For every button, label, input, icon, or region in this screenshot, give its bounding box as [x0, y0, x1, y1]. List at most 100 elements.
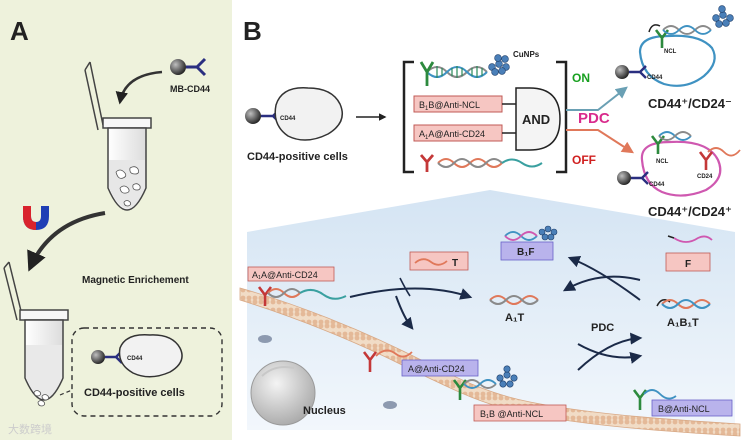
pdc-label: PDC — [578, 110, 610, 127]
antibody-icon — [650, 135, 666, 154]
magnet-icon — [23, 206, 49, 230]
cell-membrane — [239, 287, 741, 437]
ncl-tag: NCL — [656, 159, 669, 165]
vesicle — [383, 401, 397, 409]
dna-icon — [662, 25, 712, 35]
copper-nanoparticle-icon — [488, 54, 510, 76]
cunps-label: CuNPs — [513, 50, 540, 59]
cd44-tag: CD44 — [280, 116, 296, 122]
dna-icon — [437, 158, 543, 168]
left-bracket — [402, 60, 414, 174]
dna-icon — [661, 299, 711, 309]
antibody-icon — [654, 29, 670, 48]
cd44-tag: CD44 — [647, 75, 663, 81]
antibody-icon — [629, 65, 647, 79]
panel-b: B CD44 CD44-positive cells CuNPs B1B@Ant — [243, 5, 741, 219]
copper-nanoparticle-icon — [496, 365, 518, 388]
probe-a1a-label: A1A@Anti-CD24 — [419, 129, 485, 141]
panel-a-letter: A — [10, 16, 29, 46]
antibody-icon — [631, 171, 649, 185]
panel-a: A MB-CD44 Magnetic Enri — [0, 0, 232, 440]
magnetic-enrichment-label: Magnetic Enrichement — [82, 275, 189, 286]
magnetic-bead-icon — [170, 59, 186, 75]
t-label: T — [452, 258, 458, 269]
antibody-icon — [419, 154, 435, 172]
a-anti-cd24-box — [401, 359, 479, 377]
a1a-anti-cd24-box — [247, 266, 335, 282]
b-anti-ncl-box — [651, 399, 733, 417]
dna-icon — [489, 295, 539, 305]
a1a-anti-cd24-label: A₁A@Anti-CD24 — [252, 270, 318, 280]
magnetic-bead-icon — [617, 171, 631, 185]
antibody-icon — [698, 151, 714, 170]
off-label: OFF — [572, 153, 596, 167]
magnetic-bead-icon — [91, 350, 105, 364]
antibody-icon — [632, 389, 648, 410]
mechanism-panel: Nucleus A₁A@Anti-CD24 T A₁T B₁F — [239, 190, 741, 437]
watermark: 大数跨境 — [8, 422, 52, 436]
mb-cd44-icon — [170, 57, 207, 77]
ncl-tag: NCL — [664, 49, 677, 55]
dna-icon — [267, 288, 347, 300]
antibody-icon — [362, 351, 378, 372]
reaction-arrow — [577, 343, 643, 364]
off-output-cell: CD44 NCL CD24 — [617, 131, 741, 197]
b1b-anti-ncl-box — [473, 404, 567, 422]
copper-nanoparticle-icon — [712, 5, 734, 28]
nucleus — [250, 360, 316, 426]
probe-b1b-label: B1B@Anti-NCL — [419, 100, 480, 112]
antibody-icon — [452, 379, 468, 400]
dna-icon — [375, 349, 413, 358]
a-anti-cd24-label: A@Anti-CD24 — [408, 364, 465, 374]
antibody-icon — [186, 57, 207, 77]
vesicle — [258, 335, 272, 343]
panel-b-positive-cells-label: CD44-positive cells — [247, 151, 348, 163]
f-label: F — [685, 259, 691, 270]
reaction-arrow — [577, 332, 643, 371]
b-anti-ncl-label: B@Anti-NCL — [658, 404, 710, 414]
b1b-anti-ncl-label: B₁B @Anti-NCL — [480, 409, 543, 419]
a1b1t-label: A₁B₁T — [667, 317, 699, 329]
reaction-arrow — [395, 295, 414, 330]
add-bead-arrow — [115, 70, 163, 105]
on-arrow — [566, 86, 628, 111]
dna-icon — [426, 66, 488, 78]
tube-icon — [84, 61, 152, 211]
cd44-positive-cell: CD44 — [245, 87, 343, 141]
on-label: ON — [572, 71, 590, 85]
panel-a-positive-cells-label: CD44-positive cells — [84, 387, 185, 399]
b1f-box — [500, 241, 554, 261]
magnetic-bead-icon — [245, 108, 261, 124]
mechanism-pdc-label: PDC — [591, 322, 614, 334]
panel-b-letter: B — [243, 16, 262, 46]
result-bottom-label: CD44⁺/CD24⁺ — [648, 204, 732, 219]
copper-nanoparticle-icon — [538, 225, 558, 241]
mb-cd44-label: MB-CD44 — [170, 84, 210, 94]
gate-inputs — [502, 103, 516, 134]
dna-icon — [673, 235, 713, 243]
off-arrow — [566, 129, 635, 154]
result-top-label: CD44⁺/CD24⁻ — [648, 96, 732, 111]
on-output-cell: CD44 NCL — [615, 5, 734, 87]
cd44-positive-cell: CD44 — [91, 334, 183, 378]
t-box — [409, 251, 469, 271]
antibody-icon — [257, 286, 273, 306]
antibody-icon — [419, 61, 435, 86]
reaction-arrow — [562, 275, 641, 292]
magnetic-bead-icon — [615, 65, 629, 79]
dna-icon — [643, 389, 677, 400]
right-bracket — [556, 60, 568, 174]
cd44-tag: CD44 — [649, 182, 665, 188]
f-box — [665, 252, 711, 272]
and-gate — [515, 87, 561, 151]
dna-icon — [707, 147, 741, 157]
zoom-callout — [71, 327, 223, 417]
cd24-tag: CD24 — [697, 174, 713, 180]
tube-icon — [3, 261, 69, 407]
and-gate-label: AND — [522, 112, 550, 127]
reaction-arrow — [567, 255, 641, 301]
enrichment-arrow — [27, 211, 106, 272]
cd44-tag: CD44 — [127, 356, 143, 362]
